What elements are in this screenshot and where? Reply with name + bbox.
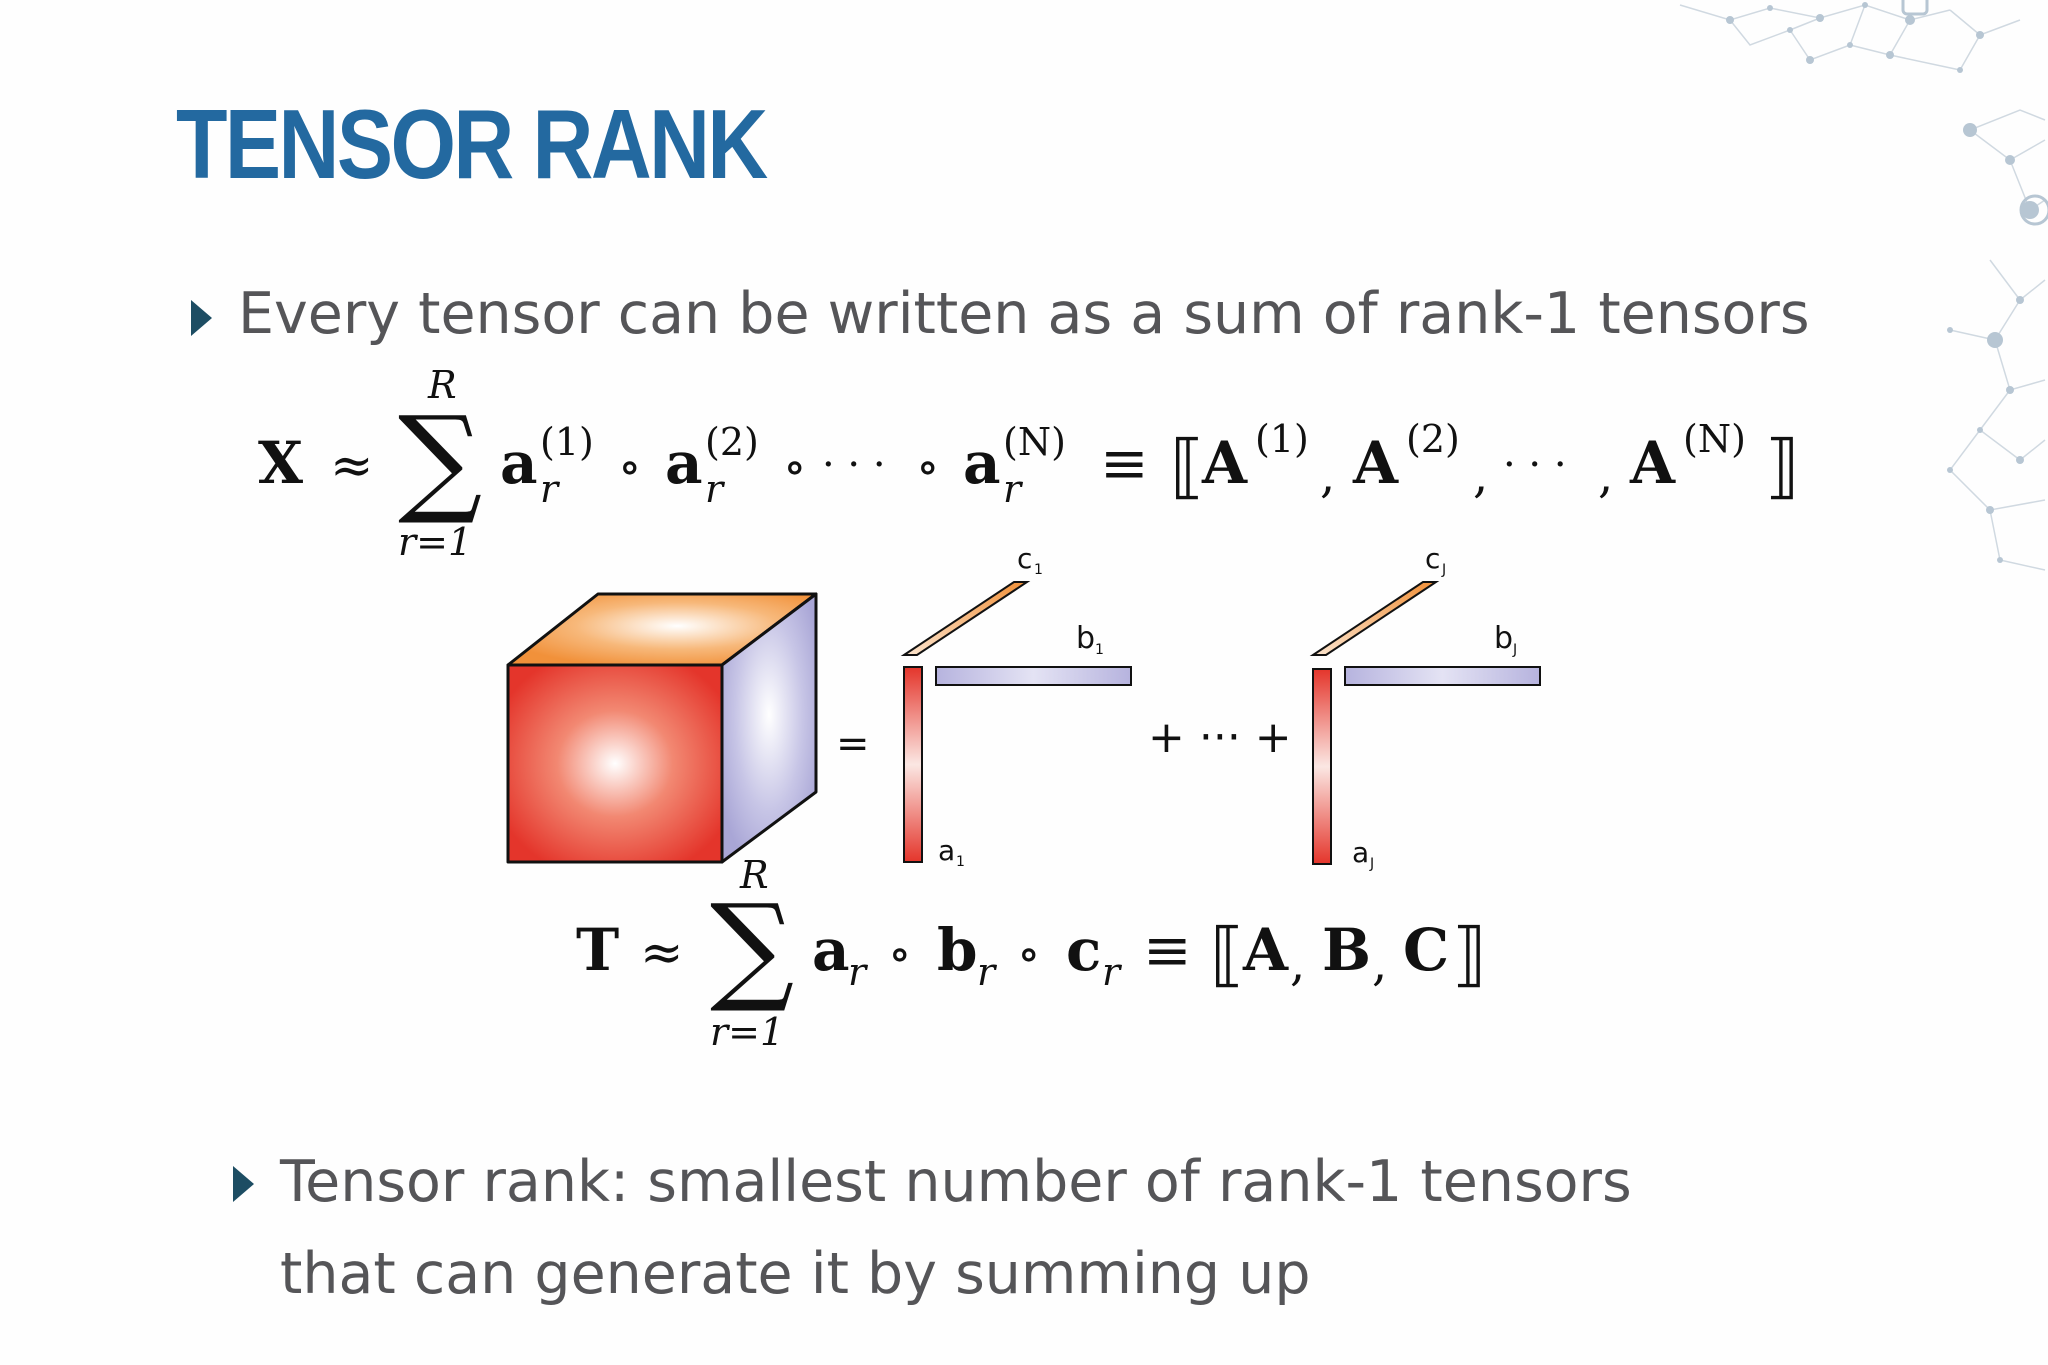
formula-1-term-2: a xyxy=(665,429,703,497)
label-aJ-sub: J xyxy=(1369,856,1374,872)
vector-b1 xyxy=(935,666,1132,686)
label-c1: c xyxy=(1017,542,1032,575)
vector-aJ xyxy=(1312,668,1332,865)
formula-1-sub-1: r xyxy=(540,467,561,511)
formula-2-factor-b: B xyxy=(1322,916,1371,984)
formula-2-factor-c: C xyxy=(1403,916,1449,984)
formula-1-sup-2: (2) xyxy=(705,420,759,464)
formula-2-comma-1: , xyxy=(1290,936,1305,992)
formula-1-open-bracket: ⟦ xyxy=(1170,425,1205,507)
formula-2-sub-a: r xyxy=(848,950,869,994)
formula-2-sum-symbol: ∑ xyxy=(710,878,794,1016)
formula-2-compose-2: ∘ xyxy=(1017,926,1041,982)
cube-front-face xyxy=(506,663,724,864)
slide-title: TENSOR RANK xyxy=(176,89,768,199)
formula-1-matrix-1: A xyxy=(1201,429,1248,497)
rank-1-term-1 xyxy=(900,581,1132,863)
formula-1-compose-1: ∘ xyxy=(618,439,642,495)
formula-1-lhs: X xyxy=(258,429,303,497)
formula-1-sum-symbol: ∑ xyxy=(398,390,482,528)
formula-2-open-bracket: ⟦ xyxy=(1210,913,1245,995)
plus-dots: + ··· + xyxy=(1148,712,1292,763)
bullet-1-text: Every tensor can be written as a sum of … xyxy=(238,281,1810,347)
label-b1-sub: 1 xyxy=(1095,642,1104,658)
vector-c1 xyxy=(900,581,1031,656)
rank-1-term-j xyxy=(1309,581,1541,865)
formula-1-term-n: a xyxy=(963,429,1001,497)
vector-cJ xyxy=(1309,581,1440,656)
formula-1-term-1: a xyxy=(500,429,538,497)
formula-2-term-a: a xyxy=(812,916,850,984)
formula-2-sub-c: r xyxy=(1102,950,1123,994)
formula-1-comma-1: , xyxy=(1320,448,1335,504)
formula-1-sup-1: (1) xyxy=(540,420,594,464)
label-c1-sub: 1 xyxy=(1034,562,1043,578)
tensor-cube xyxy=(506,592,818,864)
formula-1-matrix-2: A xyxy=(1352,429,1399,497)
label-bJ-sub: J xyxy=(1512,642,1517,658)
formula-1-matrix-n: A xyxy=(1629,429,1676,497)
formula-2-sum-lower: r=1 xyxy=(710,1010,784,1054)
formula-1-sup-n: (N) xyxy=(1003,420,1066,464)
formula-1-sub-n: r xyxy=(1003,467,1024,511)
formula-1-approx: ≈ xyxy=(330,436,374,496)
formula-1-matrix-sup-1: (1) xyxy=(1255,417,1309,461)
formula-1-close-bracket: ⟧ xyxy=(1765,425,1800,507)
vector-a1 xyxy=(903,666,923,863)
formula-2-lhs: T xyxy=(576,916,619,984)
label-cJ-sub: J xyxy=(1441,562,1446,578)
formula-2-approx: ≈ xyxy=(640,923,684,983)
formula-1-comma-2: , xyxy=(1473,448,1488,504)
formula-1-matrix-dots: · · · xyxy=(1503,442,1567,488)
formula-1-dots: · · · xyxy=(822,442,886,488)
formula-2-sub-b: r xyxy=(977,950,998,994)
equals-sign: = xyxy=(836,721,870,767)
vector-bJ xyxy=(1344,666,1541,686)
bullet-2-line-1: Tensor rank: smallest number of rank-1 t… xyxy=(280,1149,1632,1215)
label-b1: b xyxy=(1076,621,1095,656)
formula-1-equiv: ≡ xyxy=(1100,429,1149,497)
formula-1-compose-2: ∘ xyxy=(783,439,807,495)
bullet-arrow-icon xyxy=(191,300,212,336)
label-cJ: c xyxy=(1425,542,1440,575)
label-a1-sub: 1 xyxy=(956,854,965,870)
formula-2-factor-a: A xyxy=(1242,916,1289,984)
formula-2-close-bracket: ⟧ xyxy=(1452,913,1487,995)
formula-1-matrix-sup-n: (N) xyxy=(1683,417,1746,461)
formula-2-compose-1: ∘ xyxy=(888,926,912,982)
label-a1: a xyxy=(938,834,955,867)
formula-1-sub-2: r xyxy=(705,467,726,511)
formula-cp-three-way: T ≈ R ∑ r=1 a r ∘ b r ∘ c r ≡ ⟦ A , B , … xyxy=(576,853,1487,1054)
network-decoration xyxy=(1679,0,2048,571)
formula-2-comma-2: , xyxy=(1372,936,1387,992)
formula-cp-decomposition: X ≈ R ∑ r=1 a (1) r ∘ a (2) r ∘ · · · ∘ … xyxy=(258,363,1800,564)
formula-2-sum-upper: R xyxy=(739,853,769,897)
formula-1-sum-lower: r=1 xyxy=(398,520,472,564)
bullet-arrow-icon xyxy=(233,1166,254,1202)
label-aJ: a xyxy=(1352,836,1369,869)
formula-2-term-c: c xyxy=(1066,916,1101,984)
formula-1-matrix-sup-2: (2) xyxy=(1406,417,1460,461)
formula-1-sum-upper: R xyxy=(427,363,457,407)
formula-1-comma-3: , xyxy=(1598,448,1613,504)
formula-1-compose-3: ∘ xyxy=(916,439,940,495)
label-bJ: b xyxy=(1494,621,1513,656)
bullet-2-line-2: that can generate it by summing up xyxy=(280,1241,1311,1307)
formula-2-equiv: ≡ xyxy=(1143,916,1192,984)
formula-2-term-b: b xyxy=(937,916,978,984)
